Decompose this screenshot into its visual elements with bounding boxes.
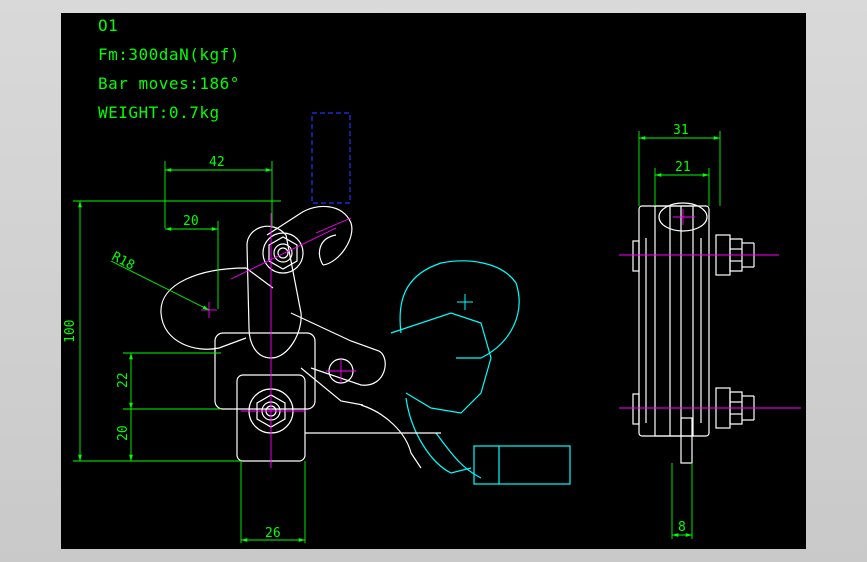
- front-dimensions: [73, 161, 306, 543]
- dim-20-top: 20: [183, 214, 199, 229]
- side-view: [632, 202, 755, 464]
- travel-note: Bar moves:186°: [98, 74, 240, 93]
- dim-22: 22: [116, 372, 131, 388]
- dim-8: 8: [678, 520, 686, 535]
- phantom-center-mark: [457, 294, 473, 310]
- dim-100: 100: [63, 320, 78, 343]
- front-view: [160, 112, 571, 485]
- drawing-viewport[interactable]: O1 Fm:300daN(kgf) Bar moves:186° WEIGHT:…: [61, 13, 806, 549]
- side-dimension-texts: 31 21 8: [673, 123, 691, 535]
- weight-note: WEIGHT:0.7kg: [98, 103, 220, 122]
- force-note: Fm:300daN(kgf): [98, 45, 240, 64]
- dim-r18: R18: [109, 249, 137, 273]
- dim-42: 42: [209, 155, 225, 170]
- side-centerlines: [619, 209, 801, 409]
- front-dimension-texts: 42 20 R18 100 22 20 26: [63, 155, 281, 541]
- nut-upper: [262, 232, 304, 274]
- dim-21: 21: [675, 160, 691, 175]
- dim-20-left: 20: [116, 425, 131, 441]
- part-code: O1: [98, 16, 119, 35]
- side-dimensions: [638, 131, 721, 539]
- handle-grip: [311, 112, 351, 204]
- phantom-open-position: [390, 260, 571, 485]
- dim-26: 26: [265, 526, 281, 541]
- clamp-drawing: 42 20 R18 100 22 20 26: [63, 112, 801, 543]
- dim-31: 31: [673, 123, 689, 138]
